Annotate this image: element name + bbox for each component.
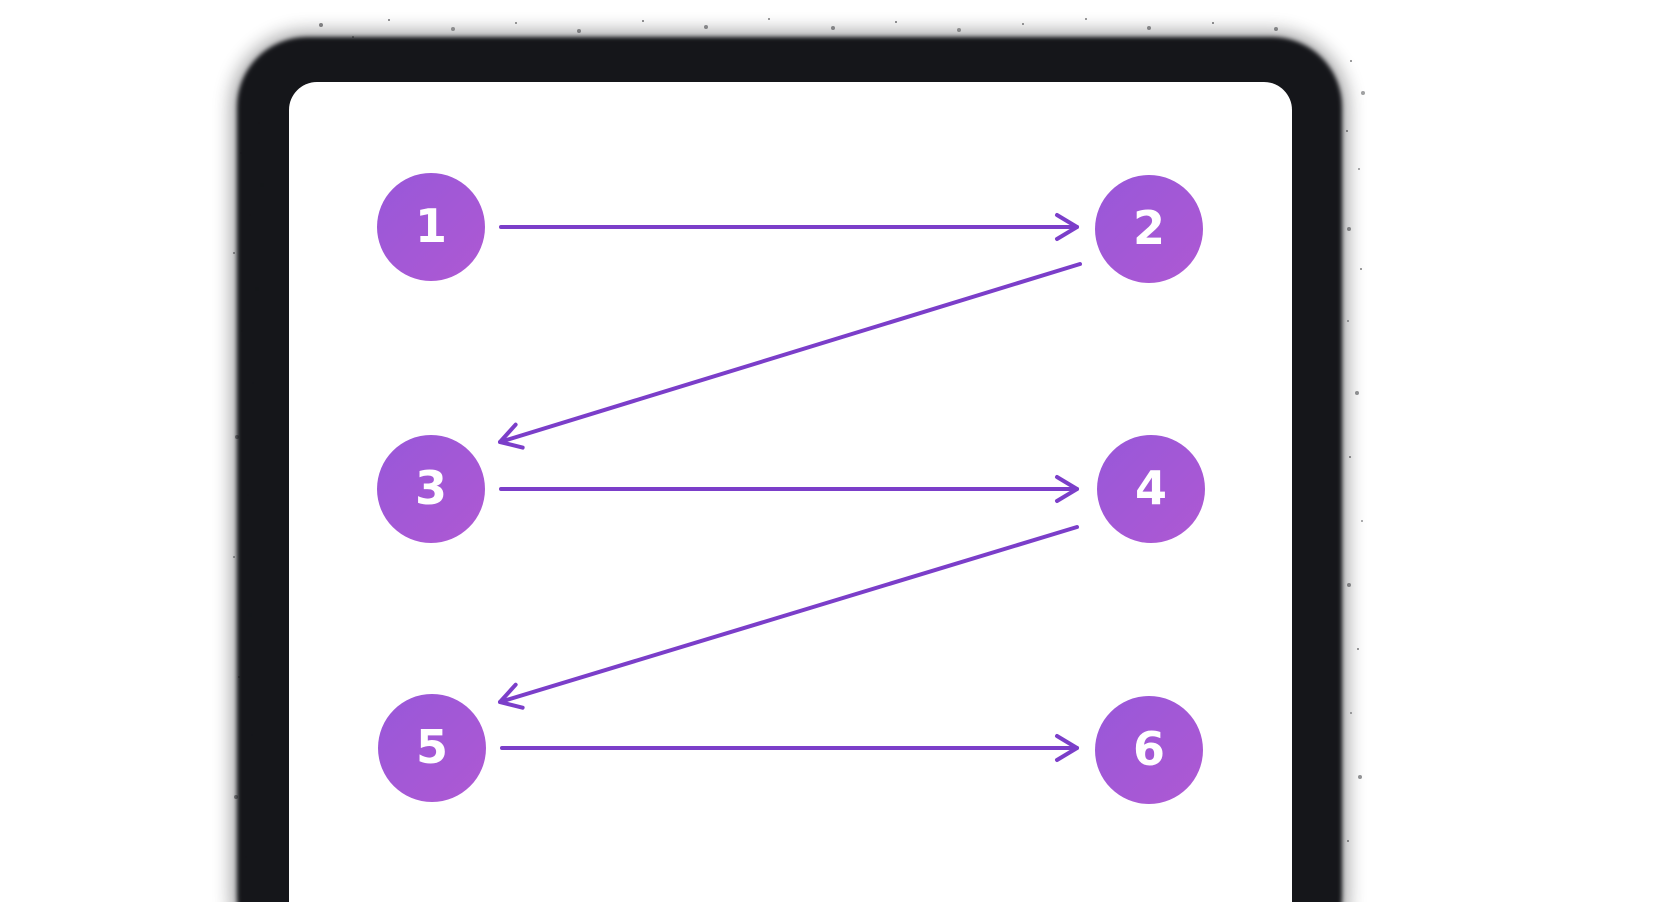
step-node-label: 2 — [1132, 201, 1165, 255]
step-node-label: 3 — [414, 461, 447, 515]
step-node-1: 1 — [377, 173, 485, 281]
step-node-5: 5 — [378, 694, 486, 802]
step-node-label: 5 — [415, 720, 448, 774]
step-node-3: 3 — [377, 435, 485, 543]
step-node-6: 6 — [1095, 696, 1203, 804]
step-node-label: 1 — [414, 199, 447, 253]
grain-specks — [0, 0, 2, 2]
step-node-label: 4 — [1134, 461, 1167, 515]
step-node-label: 6 — [1132, 722, 1165, 776]
step-node-2: 2 — [1095, 175, 1203, 283]
step-node-4: 4 — [1097, 435, 1205, 543]
